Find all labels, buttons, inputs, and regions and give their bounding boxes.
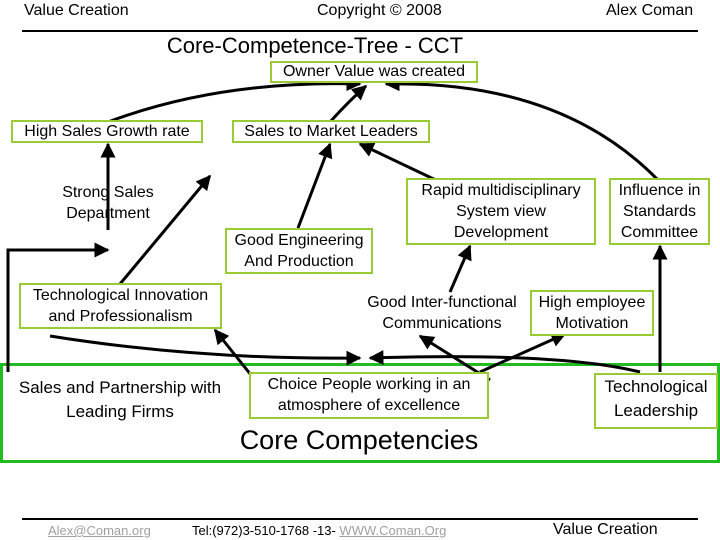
node-tech-leadership-line1: Technological	[604, 377, 708, 396]
node-sales-partnership-line2: Leading Firms	[66, 402, 174, 421]
arrow-interfunc-to-rapid	[448, 244, 472, 293]
node-inter-functional: Good Inter-functional Communications	[356, 292, 528, 334]
node-high-sales-growth: High Sales Growth rate	[11, 120, 203, 143]
node-inter-functional-line2: Communications	[382, 315, 502, 332]
node-sales-partnership: Sales and Partnership with Leading Firms	[2, 376, 238, 424]
page-title: Core-Competence-Tree - CCT	[166, 33, 464, 58]
node-tech-innovation: Technological Innovation and Professiona…	[19, 283, 222, 329]
header-copyright: Copyright © 2008	[317, 2, 442, 19]
header-author: Alex Coman	[606, 2, 694, 19]
node-choice-people-line2: atmosphere of excellence	[277, 397, 461, 414]
core-competencies-label: Core Competencies	[239, 425, 479, 455]
node-owner-value: Owner Value was created	[270, 61, 478, 83]
node-strong-sales: Strong Sales Department	[45, 182, 171, 224]
node-choice-people-line1: Choice People working in an	[267, 376, 471, 393]
arrow-engineering-to-sales	[296, 142, 333, 229]
arrow-choice-to-employee	[479, 332, 567, 374]
arrow-influence-to-owner	[384, 76, 660, 182]
header-rule	[22, 30, 698, 32]
node-tech-leadership: Technological Leadership	[594, 373, 718, 429]
node-tech-innovation-line1: Technological Innovation	[32, 287, 209, 304]
node-sales-market-leaders: Sales to Market Leaders	[232, 120, 430, 143]
node-high-employee: High employee Motivation	[530, 290, 654, 336]
node-strong-sales-line2: Department	[66, 205, 150, 222]
node-strong-sales-line1: Strong Sales	[62, 184, 154, 201]
node-influence-standards: Influence in Standards Committee	[609, 178, 710, 245]
node-rapid-line1: Rapid multidisciplinary	[421, 182, 581, 199]
footer-tel: Tel:(972)3-510-1768 -13-	[192, 523, 340, 538]
node-rapid-line3: Development	[453, 224, 549, 241]
node-influence-line3: Committee	[620, 224, 699, 241]
node-good-engineering-line2: And Production	[244, 253, 354, 270]
node-sales-partnership-line1: Sales and Partnership with	[18, 378, 222, 397]
node-rapid-development: Rapid multidisciplinary System view Deve…	[406, 178, 596, 245]
header-left: Value Creation	[24, 2, 129, 19]
footer-contact: Tel:(972)3-510-1768 -13- WWW.Coman.Org	[192, 523, 446, 538]
node-choice-people: Choice People working in an atmosphere o…	[249, 372, 489, 419]
node-high-employee-line2: Motivation	[555, 315, 629, 332]
node-inter-functional-line1: Good Inter-functional	[367, 294, 517, 311]
arrow-leadership-to-interfunc	[368, 350, 641, 374]
arrow-innovation-to-strong	[118, 174, 212, 285]
footer-rule	[22, 518, 698, 520]
arrow-rapid-to-sales	[358, 142, 441, 184]
footer-web-link[interactable]: WWW.Coman.Org	[339, 523, 447, 538]
node-tech-innovation-line2: and Professionalism	[48, 308, 193, 325]
node-influence-line2: Standards	[623, 203, 696, 220]
footer-email-link[interactable]: Alex@Coman.org	[48, 523, 151, 538]
node-influence-line1: Influence in	[618, 182, 701, 199]
footer-right-label: Value Creation	[553, 521, 658, 538]
arrow-sales-to-owner	[328, 84, 368, 124]
arrow-growth-to-owner	[107, 76, 362, 124]
node-good-engineering-line1: Good Engineering	[234, 232, 364, 249]
node-rapid-line2: System view	[456, 203, 546, 220]
node-good-engineering: Good Engineering And Production	[225, 228, 373, 274]
arrow-partnership-to-strong	[6, 242, 110, 372]
node-high-employee-line1: High employee	[538, 294, 646, 311]
arrow-innovation-to-interfunc	[49, 334, 362, 366]
node-tech-leadership-line2: Leadership	[613, 401, 699, 420]
